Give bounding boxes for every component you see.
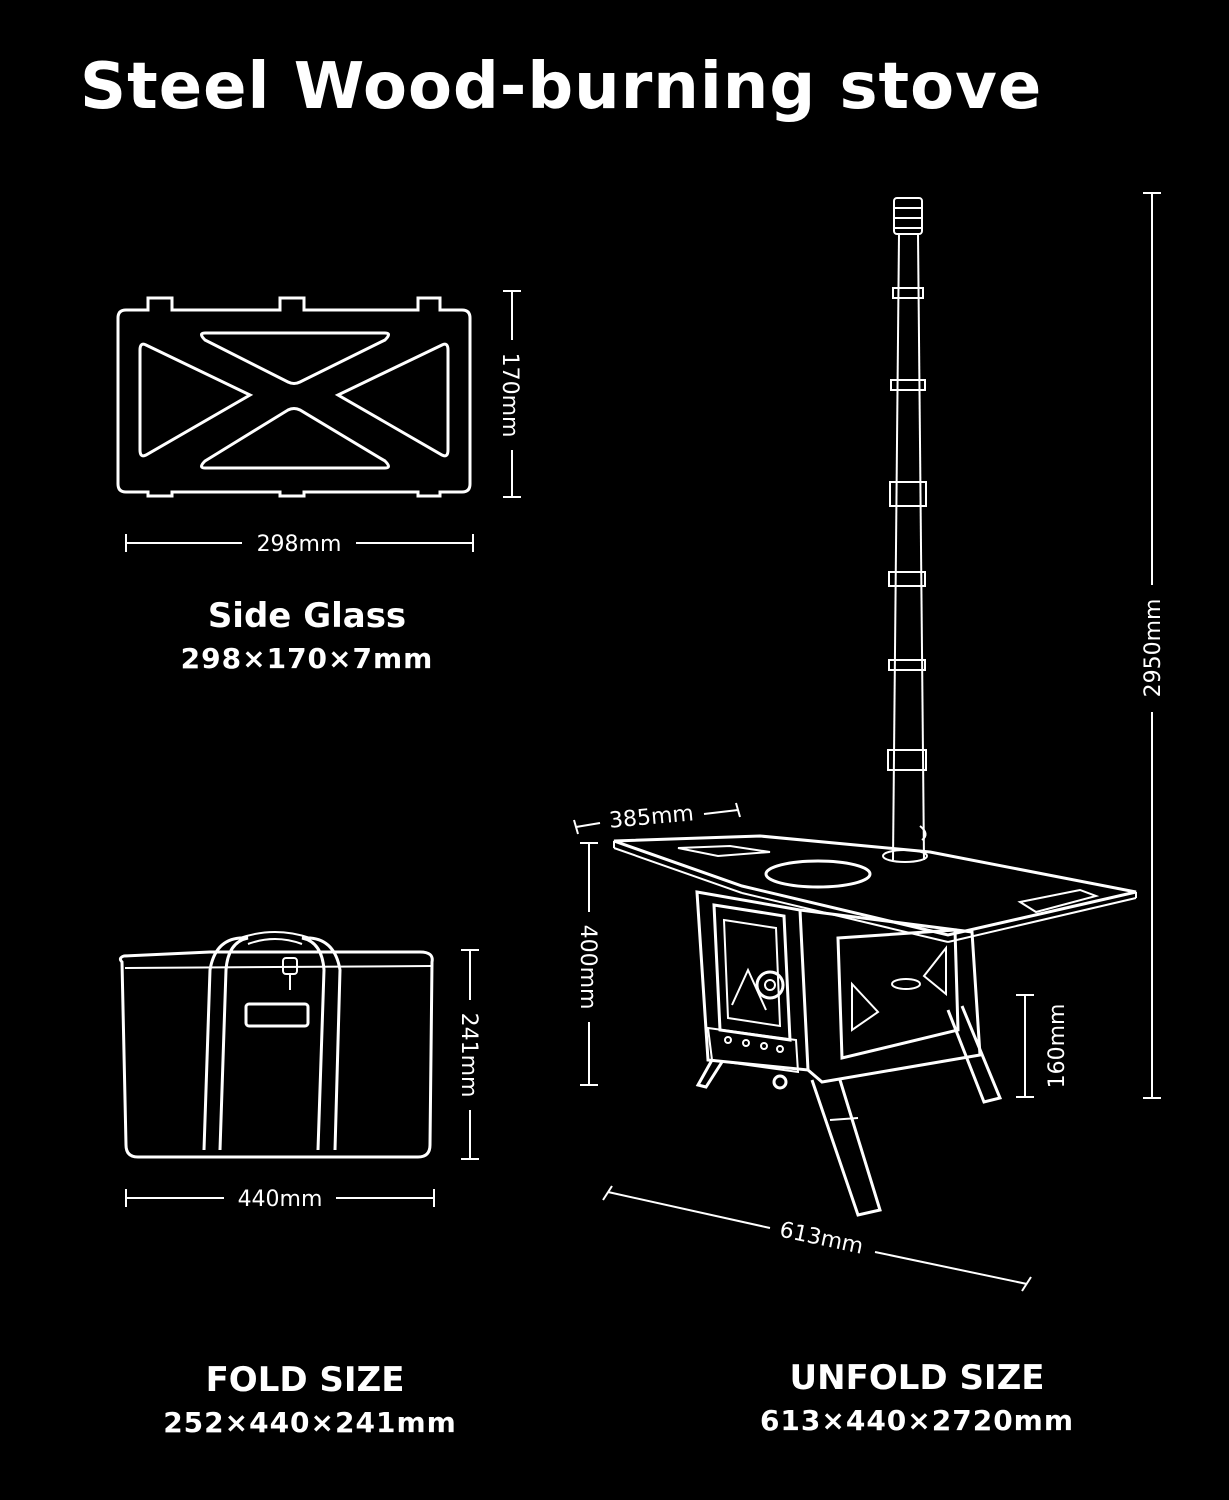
door-damper (755, 970, 785, 1000)
glass-height-label: 170mm (497, 353, 522, 438)
side-glass-caption-title: Side Glass (207, 596, 407, 636)
side-glass-frame (116, 296, 472, 498)
unfold-size-caption-title: UNFOLD SIZE (789, 1358, 1045, 1398)
page-title: Steel Wood-burning stove (80, 50, 1043, 124)
glass-height-dimension (503, 290, 521, 498)
total-height-label: 2950mm (1141, 599, 1166, 698)
carry-bag-drawing (118, 931, 434, 1159)
chimney-pipe (887, 197, 927, 861)
glass-width-dimension (125, 534, 474, 552)
depth-dimension (573, 802, 741, 835)
glass-window-bottom (200, 407, 390, 470)
bag-height-dimension (461, 949, 479, 1160)
bag-body (118, 950, 434, 1159)
stove-drawing (613, 197, 1137, 1217)
side-glass-drawing (116, 296, 472, 498)
stove-leg-front-left (695, 1059, 724, 1089)
side-glass-caption-size: 298×170×7mm (180, 642, 434, 675)
bag-height-label: 241mm (456, 1013, 481, 1098)
total-height-dimension (1143, 192, 1161, 1099)
stove-leg-front-right (810, 1079, 882, 1217)
fold-size-caption-title: FOLD SIZE (205, 1360, 405, 1400)
fold-size-caption-size: 252×440×241mm (163, 1406, 457, 1439)
top-slot-left (677, 844, 771, 858)
ash-drawer (706, 1026, 800, 1074)
door-window-mark (731, 967, 767, 1011)
length-label: 613mm (777, 1218, 865, 1260)
body-height-dimension (580, 842, 598, 1086)
stove-side-window (836, 928, 960, 1060)
top-slot-right (1017, 888, 1100, 914)
glass-window-top (200, 331, 390, 385)
cooking-hole (764, 859, 872, 889)
length-dimension (602, 1185, 1032, 1292)
leg-height-label: 160mm (1045, 1004, 1070, 1089)
bag-label-patch (244, 1002, 310, 1028)
bag-handle-right (301, 936, 342, 1151)
leg-height-dimension (1016, 994, 1034, 1098)
glass-width-label: 298mm (257, 532, 342, 557)
depth-label: 385mm (608, 801, 695, 833)
bag-width-dimension (125, 1189, 435, 1207)
body-height-label: 400mm (575, 925, 600, 1010)
drawer-handle (772, 1074, 788, 1090)
stove-box-side (799, 908, 982, 1084)
unfold-size-caption-size: 613×440×2720mm (759, 1404, 1075, 1437)
glass-window-right (334, 342, 450, 458)
stove-leg-back-right (946, 1005, 1003, 1104)
bag-handle-left (202, 936, 249, 1151)
bag-width-label: 440mm (238, 1187, 323, 1212)
glass-window-left (138, 342, 254, 458)
